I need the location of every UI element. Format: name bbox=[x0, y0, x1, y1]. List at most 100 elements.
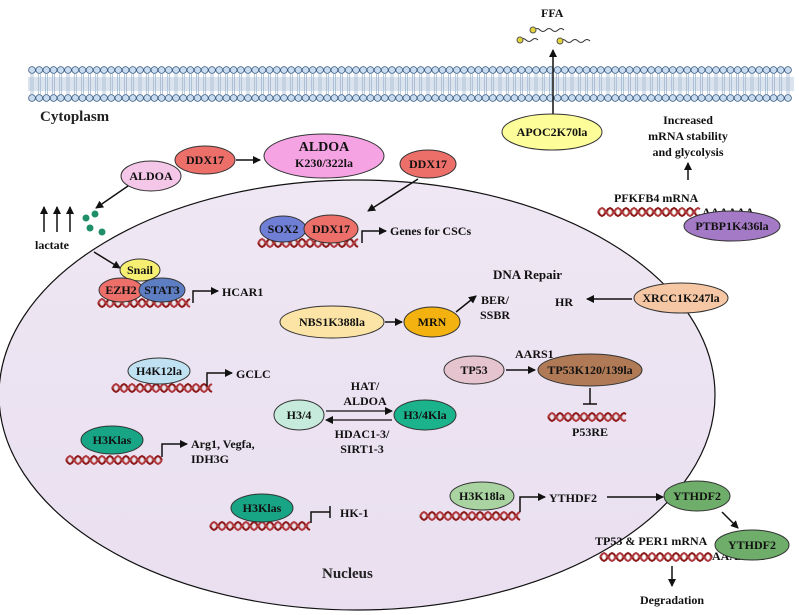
svg-text:H3Klas: H3Klas bbox=[93, 433, 132, 447]
svg-text:EZH2: EZH2 bbox=[105, 283, 136, 297]
dna-strand-p53re bbox=[547, 411, 627, 423]
ddx17-cyto-node: DDX17 bbox=[174, 145, 236, 175]
arrow-gclc bbox=[206, 369, 233, 386]
ezh2-node: EZH2 bbox=[98, 277, 144, 303]
genes-cscs-label: Genes for CSCs bbox=[390, 224, 471, 238]
h34-node: H3/4 bbox=[273, 399, 325, 431]
svg-text:TP53K120/139la: TP53K120/139la bbox=[547, 363, 632, 377]
tp53-lactylated-node: TP53K120/139la bbox=[537, 353, 643, 387]
hdac-label-2: SIRT1-3 bbox=[340, 442, 384, 456]
aars1-label: AARS1 bbox=[515, 347, 554, 361]
arrow-ythdf2-to-mrna bbox=[721, 511, 739, 529]
tp53-per1-label: TP53 & PER1 mRNA bbox=[595, 534, 708, 548]
arrow-ythdf2-gene bbox=[519, 493, 546, 512]
dna-strand-gclc bbox=[111, 382, 213, 394]
increased-text-2: mRNA stability bbox=[648, 129, 728, 143]
inhibit-p53re bbox=[583, 388, 597, 405]
h34kla-node: H3/4Kla bbox=[393, 399, 457, 431]
dna-strand-ythdf2 bbox=[419, 510, 521, 522]
mrn-node: MRN bbox=[403, 306, 461, 338]
aldoa-node: ALDOA bbox=[120, 160, 182, 192]
mrna-strand-tp53 bbox=[599, 551, 713, 563]
svg-text:ALDOA: ALDOA bbox=[299, 140, 350, 155]
hat-label-2: ALDOA bbox=[343, 394, 387, 408]
hk1-label: HK-1 bbox=[340, 506, 369, 520]
ptbp1-node: PTBP1K436la bbox=[683, 210, 781, 242]
h3k18la-node: H3K18la bbox=[449, 481, 515, 511]
ffa-label: FFA bbox=[541, 6, 564, 20]
svg-text:YTHDF2: YTHDF2 bbox=[673, 489, 721, 503]
svg-text:Snail: Snail bbox=[127, 263, 154, 277]
arrow-genes-cscs bbox=[361, 227, 387, 243]
svg-text:H3K18la: H3K18la bbox=[459, 489, 505, 503]
nucleus-label: Nucleus bbox=[322, 566, 373, 582]
svg-text:XRCC1K247la: XRCC1K247la bbox=[642, 291, 719, 305]
hdac-label-1: HDAC1-3/ bbox=[335, 427, 390, 441]
svg-text:ALDOA: ALDOA bbox=[129, 169, 173, 183]
lactate-label: lactate bbox=[35, 238, 70, 252]
stat3-node: STAT3 bbox=[138, 277, 186, 303]
ythdf2-gene-label: YTHDF2 bbox=[549, 491, 597, 505]
arrow-arg1 bbox=[161, 440, 188, 457]
svg-text:H3/4Kla: H3/4Kla bbox=[403, 408, 446, 422]
ythdf2-b-node: YTHDF2 bbox=[714, 529, 790, 561]
fatty-acid-icon bbox=[516, 26, 591, 45]
svg-text:DDX17: DDX17 bbox=[409, 157, 447, 171]
svg-text:H3/4: H3/4 bbox=[287, 408, 312, 422]
svg-text:STAT3: STAT3 bbox=[144, 283, 180, 297]
gclc-label: GCLC bbox=[236, 367, 271, 381]
svg-text:APOC2K70la: APOC2K70la bbox=[517, 125, 588, 139]
svg-text:K230/322la: K230/322la bbox=[295, 156, 353, 170]
svg-text:NBS1K388la: NBS1K388la bbox=[299, 315, 365, 329]
arrow-ddx17-into-nucleus bbox=[367, 178, 419, 212]
svg-text:DDX17: DDX17 bbox=[312, 222, 350, 236]
svg-text:PTBP1K436la: PTBP1K436la bbox=[695, 219, 768, 233]
degradation-label: Degradation bbox=[640, 593, 704, 607]
dna-repair-label: DNA Repair bbox=[493, 267, 562, 282]
svg-text:DDX17: DDX17 bbox=[186, 153, 224, 167]
tp53-node: TP53 bbox=[443, 355, 505, 385]
svg-text:H3Klas: H3Klas bbox=[243, 501, 282, 515]
svg-text:YTHDF2: YTHDF2 bbox=[728, 538, 776, 552]
hcar1-label: HCAR1 bbox=[222, 285, 263, 299]
aldoa-lactylated-node: ALDOA K230/322la bbox=[263, 133, 385, 179]
svg-text:TP53: TP53 bbox=[460, 363, 487, 377]
arrow-hcar1 bbox=[192, 287, 219, 303]
dna-strand-hk1 bbox=[209, 520, 311, 532]
h4k12la-node: H4K12la bbox=[127, 357, 191, 385]
ddx17-top-node: DDX17 bbox=[399, 149, 457, 179]
increased-text-3: and glycolysis bbox=[652, 145, 723, 159]
sox2-node: SOX2 bbox=[259, 215, 307, 243]
svg-text:MRN: MRN bbox=[418, 315, 447, 329]
p53re-label: P53RE bbox=[572, 425, 608, 439]
apoc2-node: APOC2K70la bbox=[501, 113, 603, 151]
xrcc1-node: XRCC1K247la bbox=[633, 282, 729, 314]
arg1-label-1: Arg1, Vegfa, bbox=[191, 437, 255, 451]
mrna-strand-pfkfb4 bbox=[597, 206, 701, 218]
dna-strand-arg1 bbox=[65, 454, 163, 466]
cell-membrane bbox=[28, 66, 794, 102]
cytoplasm-label: Cytoplasm bbox=[40, 109, 110, 125]
arrow-aldoa-to-lactate bbox=[95, 185, 129, 209]
nbs1-node: NBS1K388la bbox=[279, 305, 385, 339]
h3klas-a-node: H3Klas bbox=[80, 425, 144, 455]
snail-node: Snail bbox=[119, 258, 161, 282]
pfkfb4-label: PFKFB4 mRNA bbox=[614, 191, 699, 205]
lactate-molecules-icon bbox=[82, 210, 106, 236]
arrow-mrn-to-repair bbox=[455, 295, 477, 313]
h3klas-b-node: H3Klas bbox=[230, 493, 294, 523]
arrow-lactate-to-snail bbox=[93, 251, 121, 269]
lactate-up-arrows bbox=[40, 206, 74, 232]
arg1-label-2: IDH3G bbox=[191, 452, 229, 466]
inhibit-hk1 bbox=[310, 506, 331, 523]
ber-label-1: BER/ bbox=[481, 293, 510, 307]
increased-text-1: Increased bbox=[663, 113, 713, 127]
ber-label-2: SSBR bbox=[480, 308, 510, 322]
hr-label: HR bbox=[555, 295, 573, 309]
svg-text:SOX2: SOX2 bbox=[268, 222, 299, 236]
svg-text:H4K12la: H4K12la bbox=[136, 364, 182, 378]
ddx17-nuc-node: DDX17 bbox=[303, 214, 359, 244]
hat-label-1: HAT/ bbox=[351, 379, 380, 393]
ythdf2-a-node: YTHDF2 bbox=[663, 480, 731, 512]
